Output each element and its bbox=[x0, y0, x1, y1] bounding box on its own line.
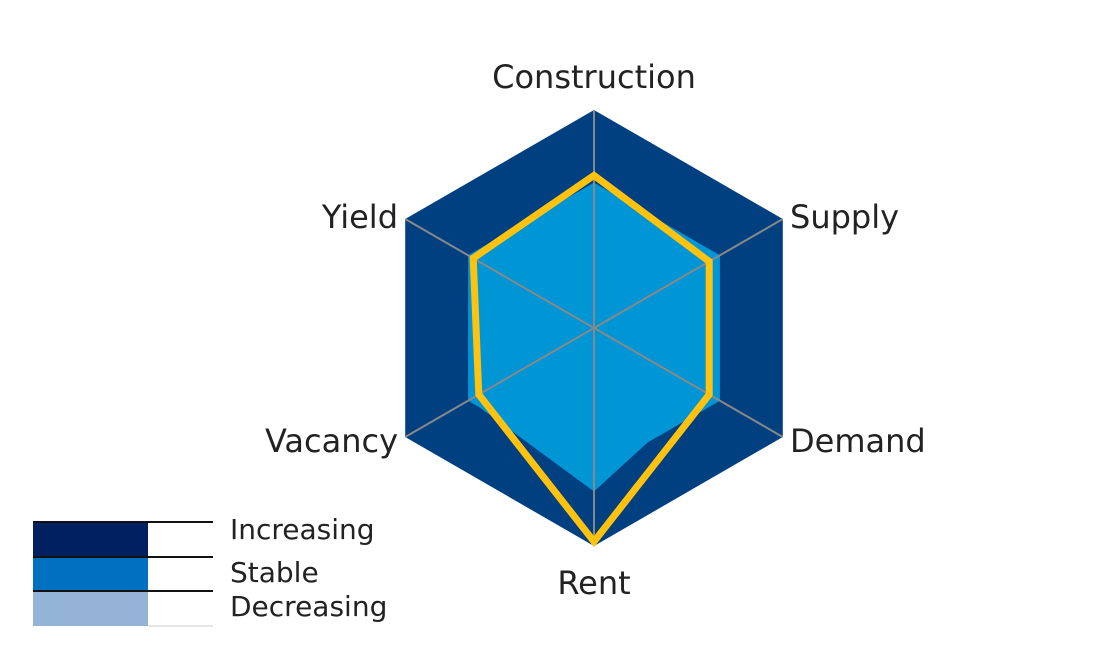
legend: Increasing Stable Decreasing bbox=[33, 513, 387, 627]
spoke-yield bbox=[404, 218, 595, 329]
legend-swatch-decreasing bbox=[33, 592, 148, 626]
legend-label-stable: Stable bbox=[230, 556, 319, 589]
spoke-supply bbox=[593, 218, 784, 329]
axis-label-construction: Construction bbox=[492, 58, 696, 96]
radar-grid bbox=[404, 110, 784, 546]
spoke-vacancy bbox=[404, 327, 595, 438]
axis-label-supply: Supply bbox=[790, 198, 899, 236]
legend-swatch-increasing bbox=[33, 522, 148, 556]
axis-label-demand: Demand bbox=[790, 422, 926, 460]
series-fill-0 bbox=[469, 186, 712, 492]
axis-labels: Construction Supply Demand Rent Vacancy … bbox=[265, 58, 926, 602]
axis-label-rent: Rent bbox=[557, 564, 630, 602]
radar-series-line bbox=[469, 171, 713, 548]
radar-series-fill bbox=[469, 186, 712, 492]
axis-label-yield: Yield bbox=[321, 198, 398, 236]
spoke-demand bbox=[593, 327, 784, 438]
legend-label-decreasing: Decreasing bbox=[230, 590, 387, 623]
legend-label-increasing: Increasing bbox=[230, 513, 375, 546]
axis-label-vacancy: Vacancy bbox=[265, 422, 398, 460]
series-line-0 bbox=[469, 171, 713, 548]
legend-swatch-stable bbox=[33, 557, 148, 591]
